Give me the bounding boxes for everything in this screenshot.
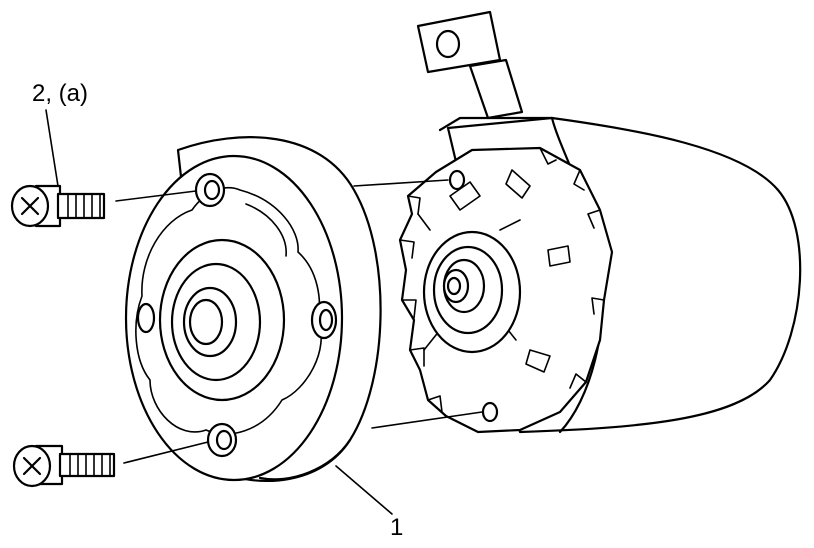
end-cover <box>124 136 382 482</box>
cover-callout: 1 <box>390 514 404 541</box>
screw-callout: 2, (a) <box>32 80 89 107</box>
screw-icon <box>10 184 106 228</box>
screw-icon <box>12 444 116 488</box>
terminal-stem <box>468 58 524 120</box>
brush-plate <box>398 146 614 434</box>
alignment-lines <box>45 109 483 515</box>
